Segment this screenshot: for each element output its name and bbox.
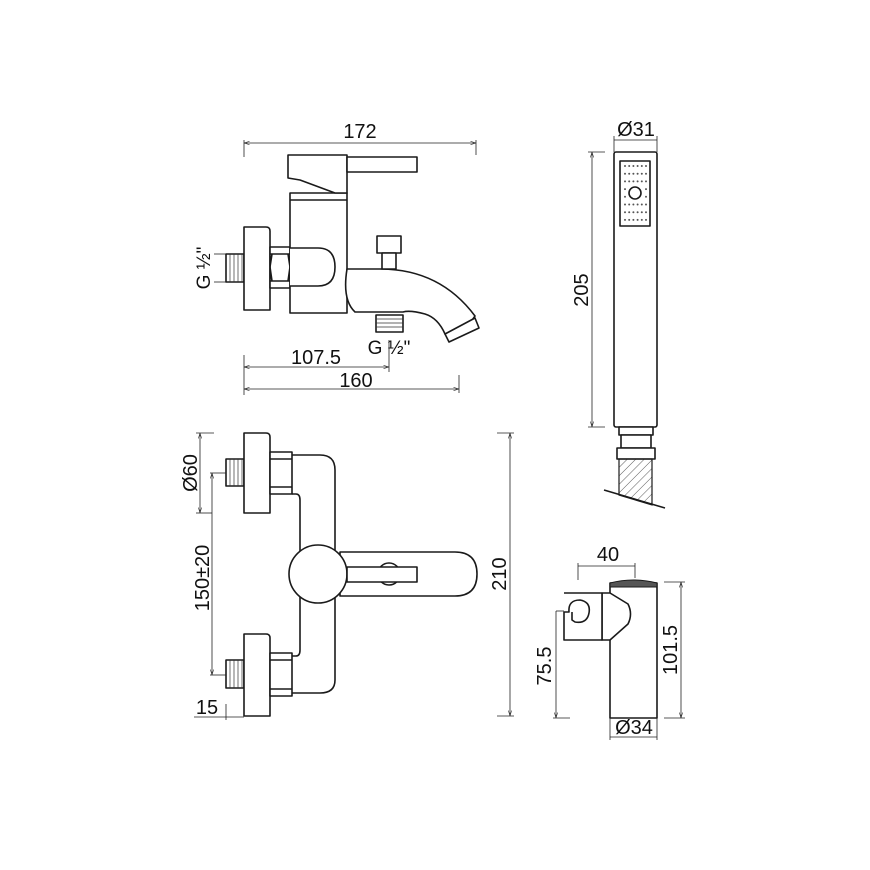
dimension-label: 160	[339, 370, 372, 392]
dimension-label: 205	[571, 273, 593, 306]
dimension-diameter-60: Ø60	[180, 432, 214, 514]
nozzle-dot	[640, 203, 643, 206]
nozzle-dot	[628, 218, 631, 221]
nozzle-dot	[624, 180, 626, 183]
dimension-40: 40	[577, 544, 636, 580]
dimension-label: 101.5	[660, 625, 682, 675]
inlet-thread-label: G ½"	[194, 247, 215, 290]
center-nozzle	[628, 186, 642, 200]
hose-section	[618, 458, 653, 506]
nozzle-dot	[624, 195, 626, 198]
dimension-label: 210	[489, 557, 511, 590]
nozzle-dot	[624, 203, 626, 206]
nozzle-dot	[640, 180, 643, 183]
nozzle-dot	[632, 172, 635, 175]
dimension-label: 15	[196, 697, 218, 719]
nozzle-dot	[628, 180, 631, 183]
connector-nut	[616, 447, 656, 460]
wall-holder: 40 101.5 75.5 Ø34	[534, 544, 685, 740]
dimension-diameter-34: Ø34	[609, 717, 658, 740]
diverter-knob	[376, 235, 402, 254]
nozzle-dot	[645, 165, 647, 167]
connector-neck	[620, 434, 652, 449]
nozzle-dot	[645, 188, 647, 191]
aerator	[444, 317, 480, 343]
holder-cap	[609, 579, 658, 588]
nozzle-dot	[628, 172, 631, 175]
nozzle-dot	[636, 218, 639, 221]
holder-clip	[563, 592, 603, 641]
nozzle-dot	[636, 203, 639, 206]
nozzle-dot	[645, 195, 647, 198]
dimension-75-5: 75.5	[534, 610, 570, 719]
nozzle-dot	[632, 165, 635, 167]
body-boss	[290, 247, 336, 287]
nozzle-dot	[640, 218, 643, 221]
outlet-thread	[375, 314, 404, 333]
dimension-205: 205	[571, 151, 605, 428]
nozzle-dot	[628, 211, 631, 214]
holder-swivel	[601, 592, 632, 641]
nozzle-dot	[628, 165, 631, 167]
spray-face	[619, 160, 651, 227]
dimension-label: 40	[597, 544, 619, 566]
dimension-172: 172	[243, 121, 477, 157]
nozzle-dot	[636, 180, 639, 183]
dimension-label: Ø34	[615, 717, 653, 739]
dimension-label: 75.5	[534, 647, 556, 686]
dimension-label: Ø31	[617, 119, 655, 141]
dimension-210: 210	[489, 432, 514, 717]
dimension-diameter-31: Ø31	[613, 119, 658, 152]
dimension-150: 150±20	[192, 472, 226, 676]
side-view: 172 G ½" G ½" 107.5	[194, 121, 480, 395]
lever-front	[346, 566, 418, 583]
inlet-thread-top	[225, 458, 245, 487]
nozzle-dot	[632, 203, 635, 206]
handle-cap-front	[288, 544, 348, 604]
nut-bottom	[269, 652, 293, 697]
hand-shower: Ø31 205	[571, 119, 666, 509]
dimension-15: 15	[194, 697, 244, 720]
dimension-160: 160	[244, 370, 460, 393]
nozzle-dot	[636, 172, 639, 175]
dimension-101-5: 101.5	[660, 581, 685, 719]
dimension-label: 150±20	[192, 545, 214, 612]
nozzle-dot	[645, 172, 647, 175]
nozzle-dot	[636, 211, 639, 214]
flange-bottom	[243, 633, 271, 717]
lever	[346, 156, 418, 173]
hex-nut	[269, 246, 291, 289]
nozzle-dot	[624, 211, 626, 214]
nut-top	[269, 451, 293, 495]
nozzle-dot	[640, 172, 643, 175]
nozzle-dot	[624, 188, 626, 191]
nozzle-dot	[640, 211, 643, 214]
nozzle-dot	[632, 211, 635, 214]
front-view: Ø60 150±20 15 210	[180, 432, 514, 720]
flange-top	[243, 432, 271, 514]
nozzle-dot	[632, 218, 635, 221]
nozzle-dot	[628, 203, 631, 206]
spray-nozzles	[624, 165, 647, 221]
handle-cap	[287, 154, 348, 194]
nozzle-dot	[645, 218, 647, 221]
nozzle-dot	[645, 203, 647, 206]
dimension-label: Ø60	[180, 454, 202, 492]
inlet-thread-bottom	[225, 659, 245, 689]
nozzle-dot	[632, 180, 635, 183]
nozzle-dot	[645, 180, 647, 183]
nozzle-dot	[624, 165, 626, 167]
dimension-label: 107.5	[291, 347, 341, 369]
connector-ring	[618, 426, 654, 436]
dimension-label: 172	[343, 121, 376, 143]
nozzle-dot	[624, 172, 626, 175]
inlet-thread	[225, 253, 245, 283]
nozzle-dot	[636, 165, 639, 167]
spout	[344, 268, 476, 335]
wall-flange	[243, 226, 271, 311]
nozzle-dot	[645, 211, 647, 214]
nozzle-dot	[624, 218, 626, 221]
nozzle-dot	[640, 165, 643, 167]
diverter-stem	[381, 252, 397, 270]
